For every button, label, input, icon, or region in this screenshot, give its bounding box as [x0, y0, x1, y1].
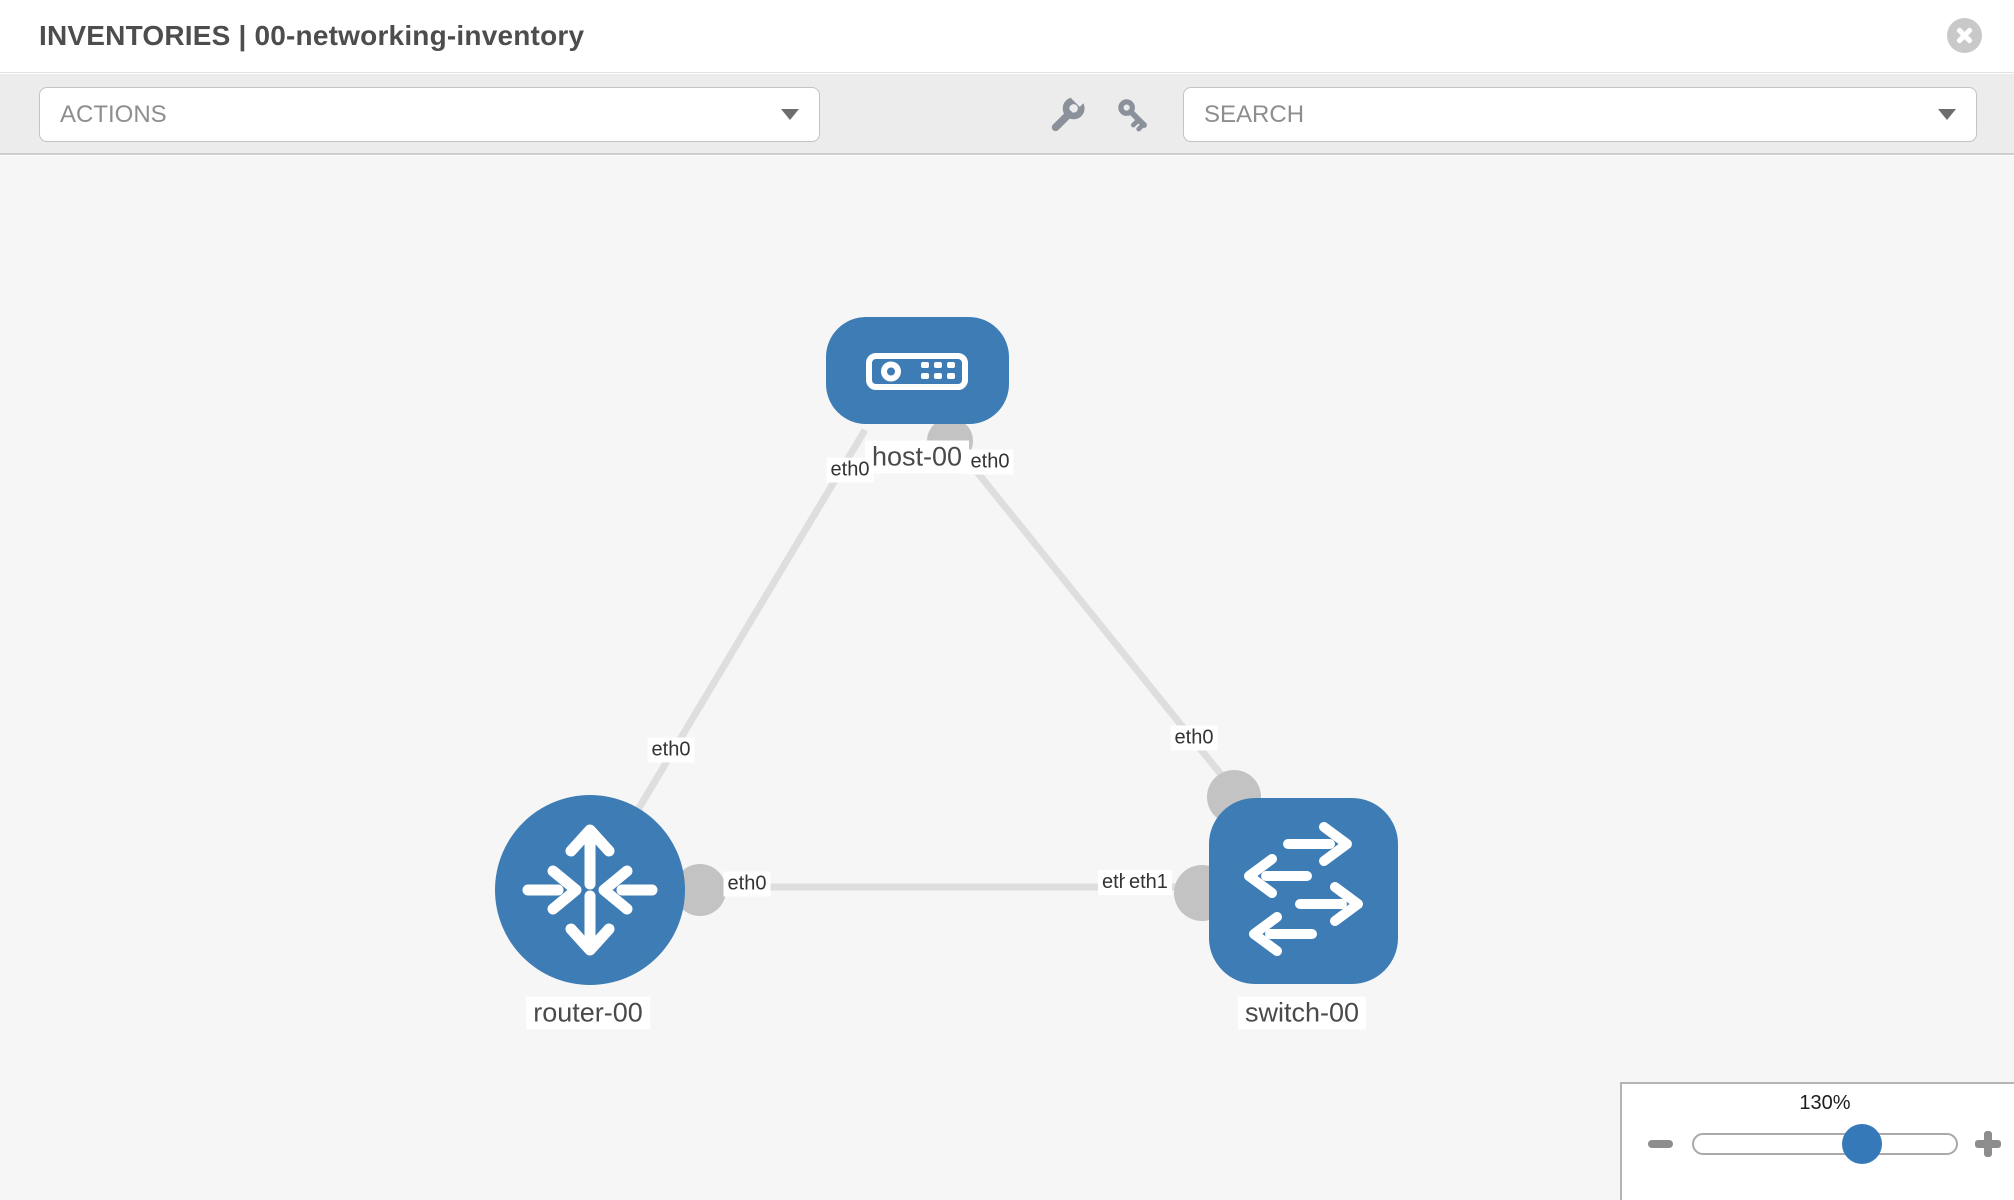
zoom-slider-track[interactable]	[1692, 1133, 1958, 1155]
topology-canvas[interactable]: host-00 router-00 switch-00 eth0 eth0 et…	[0, 156, 2014, 1200]
actions-dropdown-label: ACTIONS	[60, 100, 167, 128]
host-icon	[866, 353, 968, 390]
close-icon[interactable]	[1947, 18, 1982, 53]
zoom-slider-knob[interactable]	[1842, 1124, 1882, 1164]
switch-icon	[1244, 822, 1363, 956]
topology-graph	[495, 317, 1398, 985]
chevron-down-icon	[1938, 109, 1956, 120]
zoom-level-label: 130%	[1799, 1092, 1851, 1114]
search-placeholder: SEARCH	[1204, 100, 1305, 128]
zoom-panel: 130%	[1620, 1082, 2014, 1200]
title-bar: INVENTORIES | 00-networking-inventory	[0, 0, 2014, 73]
wrench-icon[interactable]	[1048, 91, 1087, 134]
router-icon	[522, 824, 658, 956]
node-switch[interactable]	[1209, 798, 1398, 984]
zoom-in-button[interactable]	[1972, 1128, 2004, 1160]
toolbar: ACTIONS SEARCH	[0, 74, 2014, 155]
zoom-out-button[interactable]	[1648, 1140, 1673, 1148]
iface-label-switch-eth1-over: eth1	[1125, 870, 1172, 895]
iface-label-host-to-switch: eth0	[966, 449, 1014, 475]
key-icon[interactable]	[1115, 96, 1153, 134]
node-label-host: host-00	[864, 440, 970, 474]
iface-label-host-to-router: eth0	[826, 457, 874, 483]
node-label-switch: switch-00	[1237, 996, 1367, 1030]
search-input[interactable]: SEARCH	[1183, 87, 1977, 142]
node-host[interactable]	[826, 317, 1009, 424]
iface-label-router-to-host: eth0	[647, 737, 695, 763]
chevron-down-icon	[781, 109, 799, 120]
iface-label-switch-to-host: eth0	[1170, 725, 1218, 751]
node-router[interactable]	[495, 795, 685, 985]
actions-dropdown[interactable]: ACTIONS	[39, 87, 820, 142]
page-title: INVENTORIES | 00-networking-inventory	[39, 20, 585, 51]
node-label-router: router-00	[526, 996, 650, 1030]
iface-label-router-to-switch: eth0	[723, 871, 771, 897]
port-stub-router[interactable]	[674, 864, 726, 916]
